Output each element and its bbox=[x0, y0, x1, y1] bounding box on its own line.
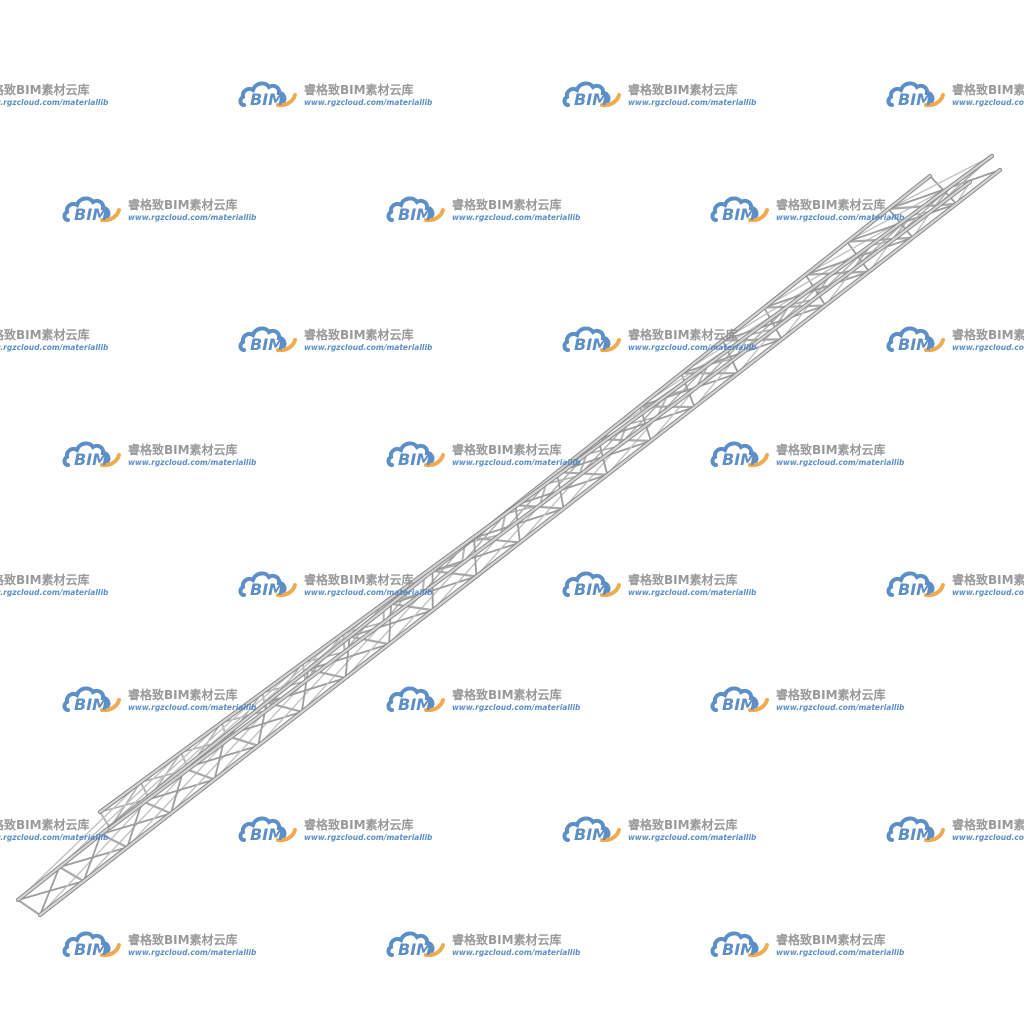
truss-diagonal bbox=[388, 602, 392, 645]
truss-diagonal bbox=[693, 357, 737, 408]
truss-chords bbox=[15, 153, 1003, 918]
truss-diagonal bbox=[680, 372, 696, 408]
truss-diagonal bbox=[650, 386, 698, 442]
truss-diagonal bbox=[348, 609, 434, 638]
truss-strut bbox=[499, 512, 507, 536]
truss-strut bbox=[99, 833, 129, 849]
truss-chord-highlight bbox=[98, 154, 994, 814]
truss-strut bbox=[539, 483, 547, 506]
truss-diagonal bbox=[562, 445, 619, 510]
truss-strut bbox=[58, 865, 85, 883]
truss-diagonal bbox=[82, 768, 189, 882]
truss-diagonal bbox=[763, 270, 870, 309]
truss-chord-highlight bbox=[108, 180, 972, 830]
truss-strut bbox=[804, 270, 871, 276]
truss-diagonal bbox=[17, 781, 142, 901]
truss-diagonal bbox=[432, 533, 502, 611]
truss-diagonal bbox=[39, 866, 61, 916]
truss-diagonal bbox=[141, 778, 216, 803]
truss-strut bbox=[721, 338, 783, 342]
truss-strut bbox=[348, 635, 391, 646]
truss-diagonal bbox=[887, 155, 993, 210]
truss-diagonal bbox=[721, 304, 827, 342]
truss-diagonal bbox=[519, 474, 580, 544]
truss-diagonal bbox=[539, 453, 588, 506]
truss-diagonal bbox=[344, 635, 351, 679]
truss-strut bbox=[578, 453, 588, 477]
truss-chord-highlight bbox=[38, 168, 1002, 917]
truss-diagonal bbox=[58, 751, 182, 868]
truss-strut bbox=[763, 304, 827, 309]
truss-diagonal bbox=[213, 680, 307, 781]
truss-diagonal bbox=[473, 537, 478, 578]
truss-strut bbox=[99, 811, 111, 829]
truss-diagonal bbox=[606, 416, 658, 476]
truss-diagonal bbox=[257, 651, 346, 747]
truss-strut bbox=[16, 898, 42, 917]
truss-strut bbox=[141, 800, 173, 815]
truss-strut bbox=[307, 668, 347, 680]
truss-diagonal bbox=[763, 244, 872, 309]
truss-diagonal bbox=[307, 643, 390, 671]
truss-diagonal bbox=[846, 185, 953, 243]
truss-diagonal bbox=[82, 833, 102, 883]
truss-diagonal bbox=[226, 691, 263, 741]
truss-diagonal bbox=[431, 541, 521, 572]
truss-diagonal bbox=[680, 338, 783, 375]
truss-diagonal bbox=[737, 328, 776, 374]
truss-diagonal bbox=[804, 273, 827, 307]
truss-strut bbox=[389, 602, 434, 612]
truss-strut bbox=[431, 569, 478, 578]
truss-diagonal bbox=[300, 668, 310, 713]
truss-diagonal bbox=[126, 800, 144, 849]
truss-diagonal bbox=[301, 621, 385, 713]
truss-diagonal bbox=[390, 575, 478, 605]
truss-diagonal bbox=[388, 563, 463, 645]
truss-strut bbox=[472, 536, 522, 544]
